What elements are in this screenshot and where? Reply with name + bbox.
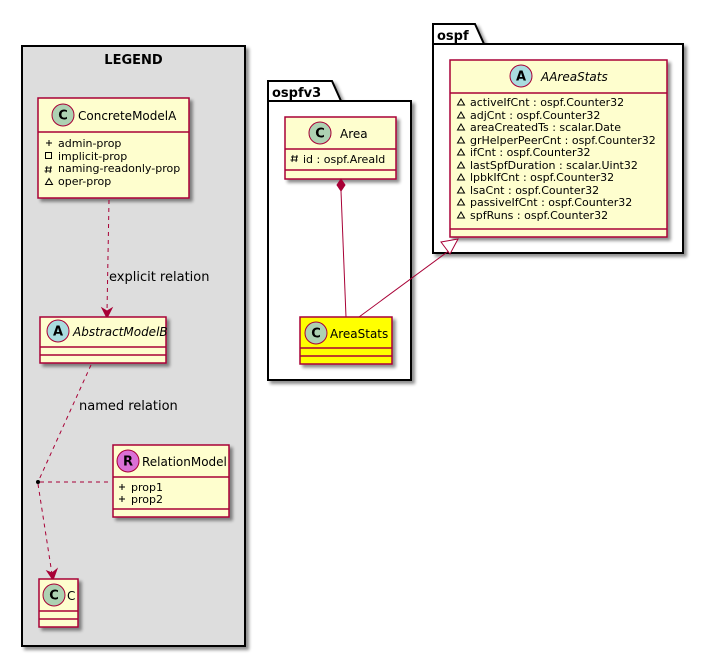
class-attribute: passiveIfCnt : ospf.Counter32: [470, 196, 632, 209]
class-attribute: admin-prop: [58, 137, 121, 150]
class-stereotype-icon: [304, 321, 328, 345]
class-attribute: areaCreatedTs : scalar.Date: [470, 121, 621, 134]
class-attribute: lpbkIfCnt : ospf.Counter32: [470, 171, 614, 184]
vis-package-icon: [456, 186, 466, 194]
class-attribute: lastSpfDuration : scalar.Uint32: [470, 159, 638, 172]
class-name: AAreaStats: [540, 70, 608, 84]
vis-package-icon: [456, 211, 466, 219]
class-stereotype-letter: A: [53, 325, 63, 340]
edge-named-relation: named relation: [36, 364, 178, 582]
edge-label: named relation: [79, 399, 178, 414]
class-stereotype-icon: [42, 583, 66, 607]
class-concrete-model-a[interactable]: C ConcreteModelA admin-prop implicit-pro…: [37, 97, 190, 199]
class-attribute: activeIfCnt : ospf.Counter32: [470, 96, 624, 109]
class-stereotype-letter: C: [315, 127, 325, 142]
class-attribute: id : ospf.AreaId: [303, 153, 385, 166]
package-name: ospfv3: [272, 86, 321, 101]
class-name: AbstractModelB: [72, 325, 168, 339]
legend-title: LEGEND: [104, 53, 163, 68]
vis-public-icon: [46, 140, 52, 146]
class-attribute: prop1: [131, 481, 163, 494]
class-attribute: grHelperPeerCnt : ospf.Counter32: [470, 134, 656, 147]
class-attribute: lsaCnt : ospf.Counter32: [470, 184, 599, 197]
class-attribute: ifCnt : ospf.Counter32: [470, 146, 591, 159]
vis-package-icon: [456, 161, 466, 169]
vis-package-icon: [456, 173, 466, 181]
vis-package-icon: [44, 177, 54, 185]
vis-protected-icon: [44, 165, 52, 174]
vis-private-icon: [45, 152, 52, 159]
vis-public-icon: [119, 496, 125, 502]
class-area[interactable]: C Area id : ospf.AreaId: [284, 116, 397, 180]
edge-label: explicit relation: [109, 270, 209, 285]
class-stereotype-letter: A: [516, 70, 526, 85]
class-stereotype-icon: [116, 449, 140, 473]
class-name: AreaStats: [330, 327, 388, 341]
vis-package-icon: [456, 123, 466, 131]
class-name: Area: [340, 127, 368, 141]
class-stereotype-letter: R: [123, 455, 133, 470]
edge-composition: [336, 178, 347, 318]
class-name: RelationModel: [142, 455, 227, 469]
class-stereotype-letter: C: [311, 327, 321, 342]
class-stereotype-letter: C: [58, 109, 68, 124]
class-attribute: implicit-prop: [58, 150, 127, 163]
vis-package-icon: [456, 136, 466, 144]
class-name: ConcreteModelA: [78, 109, 177, 123]
vis-package-icon: [456, 98, 466, 106]
class-stereotype-letter: C: [49, 589, 59, 604]
class-stereotype-icon: [46, 319, 70, 343]
class-attribute: adjCnt : ospf.Counter32: [470, 109, 600, 122]
vis-package-icon: [456, 198, 466, 206]
association-class-junction: [36, 480, 40, 484]
class-c[interactable]: C C: [38, 578, 79, 628]
edge-explicit-relation: explicit relation: [100, 199, 209, 320]
class-attribute: naming-readonly-prop: [58, 162, 180, 175]
class-name: C: [67, 589, 75, 603]
vis-package-icon: [456, 111, 466, 119]
class-stereotype-icon: [509, 64, 533, 88]
class-attribute: spfRuns : ospf.Counter32: [470, 209, 608, 222]
class-relation-model[interactable]: R RelationModel prop1 prop2: [112, 444, 230, 518]
vis-public-icon: [119, 484, 125, 490]
vis-protected-icon: [290, 154, 298, 163]
class-attribute: oper-prop: [58, 175, 111, 188]
class-attribute: prop2: [131, 493, 163, 506]
class-area-stats[interactable]: C AreaStats: [299, 316, 393, 365]
vis-package-icon: [456, 148, 466, 156]
class-stereotype-icon: [308, 121, 332, 145]
edge-inheritance: [358, 238, 459, 318]
package-name: ospf: [437, 29, 469, 44]
class-stereotype-icon: [51, 103, 75, 127]
class-aarea-stats[interactable]: A AAreaStats activeIfCnt : ospf.Counter3…: [449, 59, 668, 238]
class-abstract-model-b[interactable]: A AbstractModelB: [39, 316, 168, 364]
